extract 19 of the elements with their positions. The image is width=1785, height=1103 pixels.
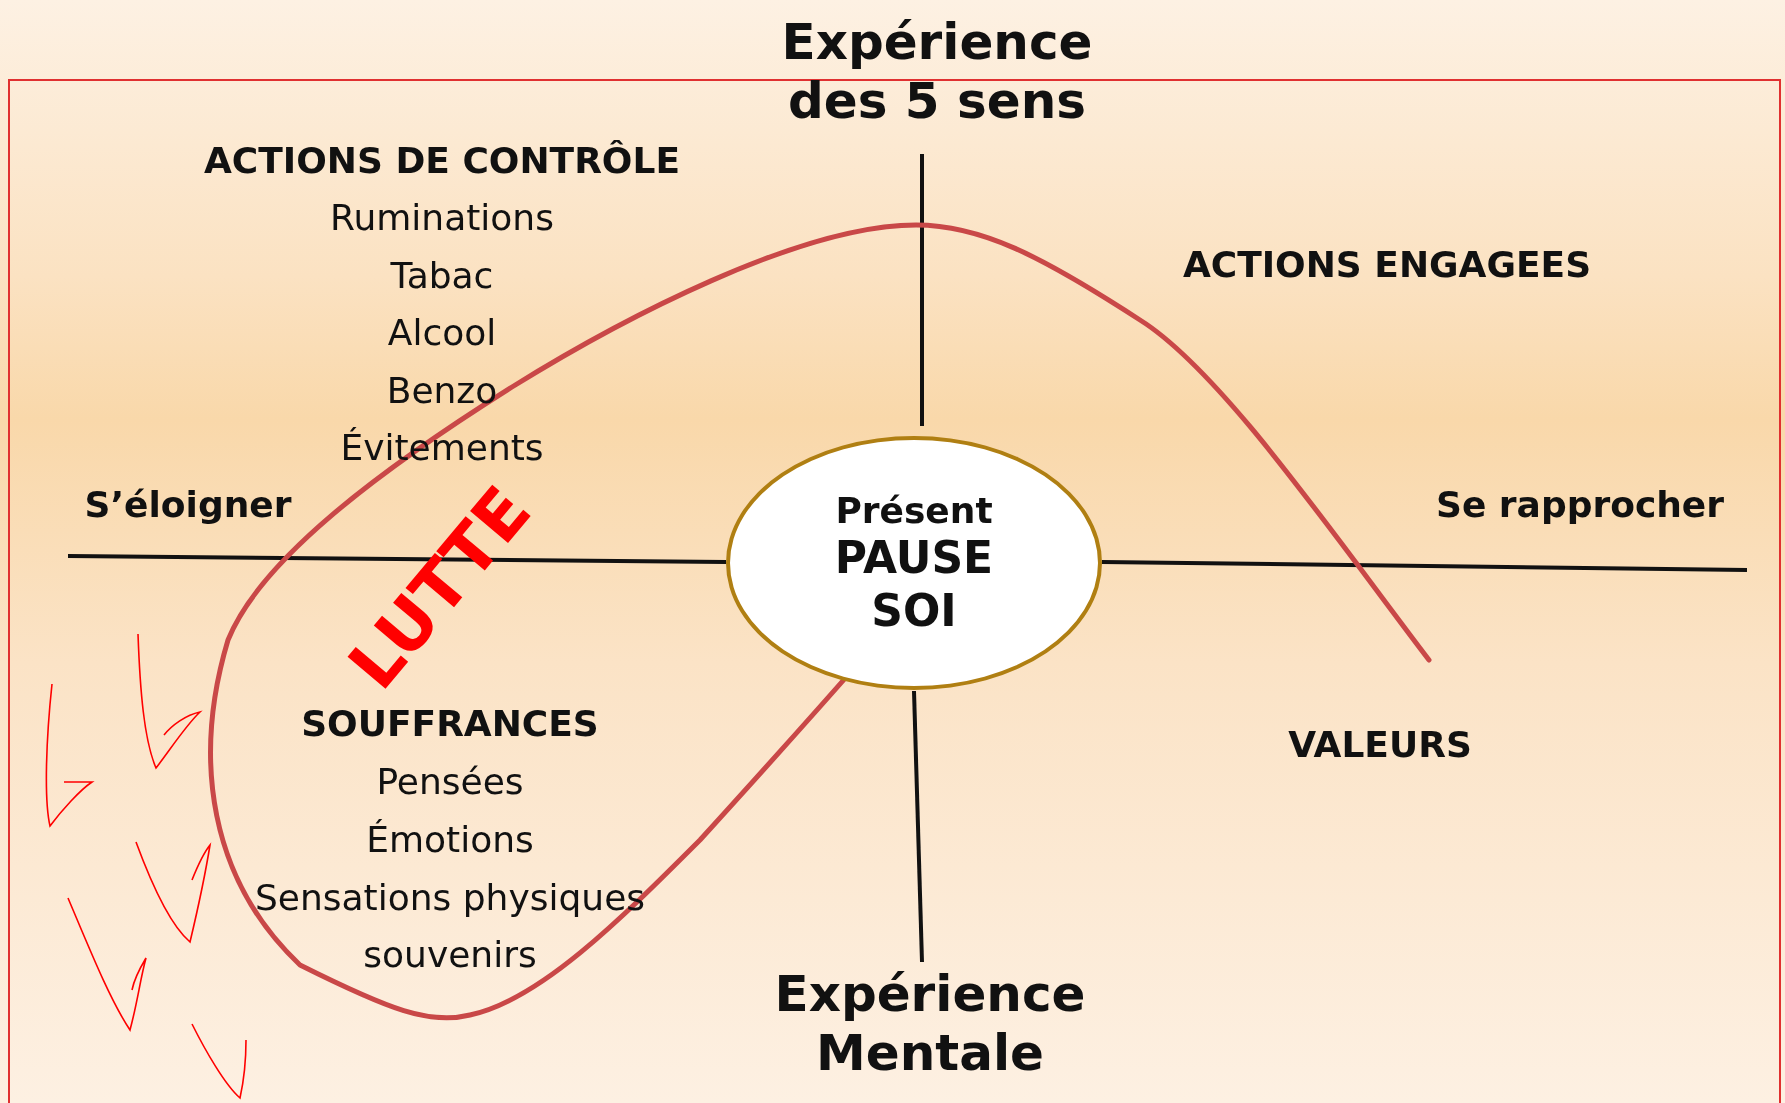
quadrant-heading: ACTIONS ENGAGEES — [1182, 243, 1592, 285]
list-item: Sensations physiques — [254, 876, 646, 918]
center-text: SOI — [871, 584, 957, 638]
list-item: Tabac — [390, 254, 494, 296]
list-item: Émotions — [366, 818, 534, 860]
list-item: Alcool — [387, 311, 497, 353]
quadrant-heading: SOUFFRANCES — [301, 702, 599, 744]
list-item: Ruminations — [330, 196, 554, 238]
center-text: Présent — [835, 488, 993, 532]
quadrant-heading: VALEURS — [1288, 723, 1472, 765]
list-item: Pensées — [376, 760, 524, 802]
list-item: Benzo — [386, 369, 498, 411]
quadrant-heading: ACTIONS DE CONTRÔLE — [204, 139, 680, 181]
direction-label: S’éloigner — [84, 483, 292, 525]
axis-title: Expérience Mentale — [773, 965, 1087, 1083]
center-text: PAUSE — [834, 531, 994, 585]
axis-title: Expérience des 5 sens — [780, 13, 1094, 131]
list-item: souvenirs — [363, 933, 537, 975]
direction-label: Se rapprocher — [1435, 483, 1725, 525]
